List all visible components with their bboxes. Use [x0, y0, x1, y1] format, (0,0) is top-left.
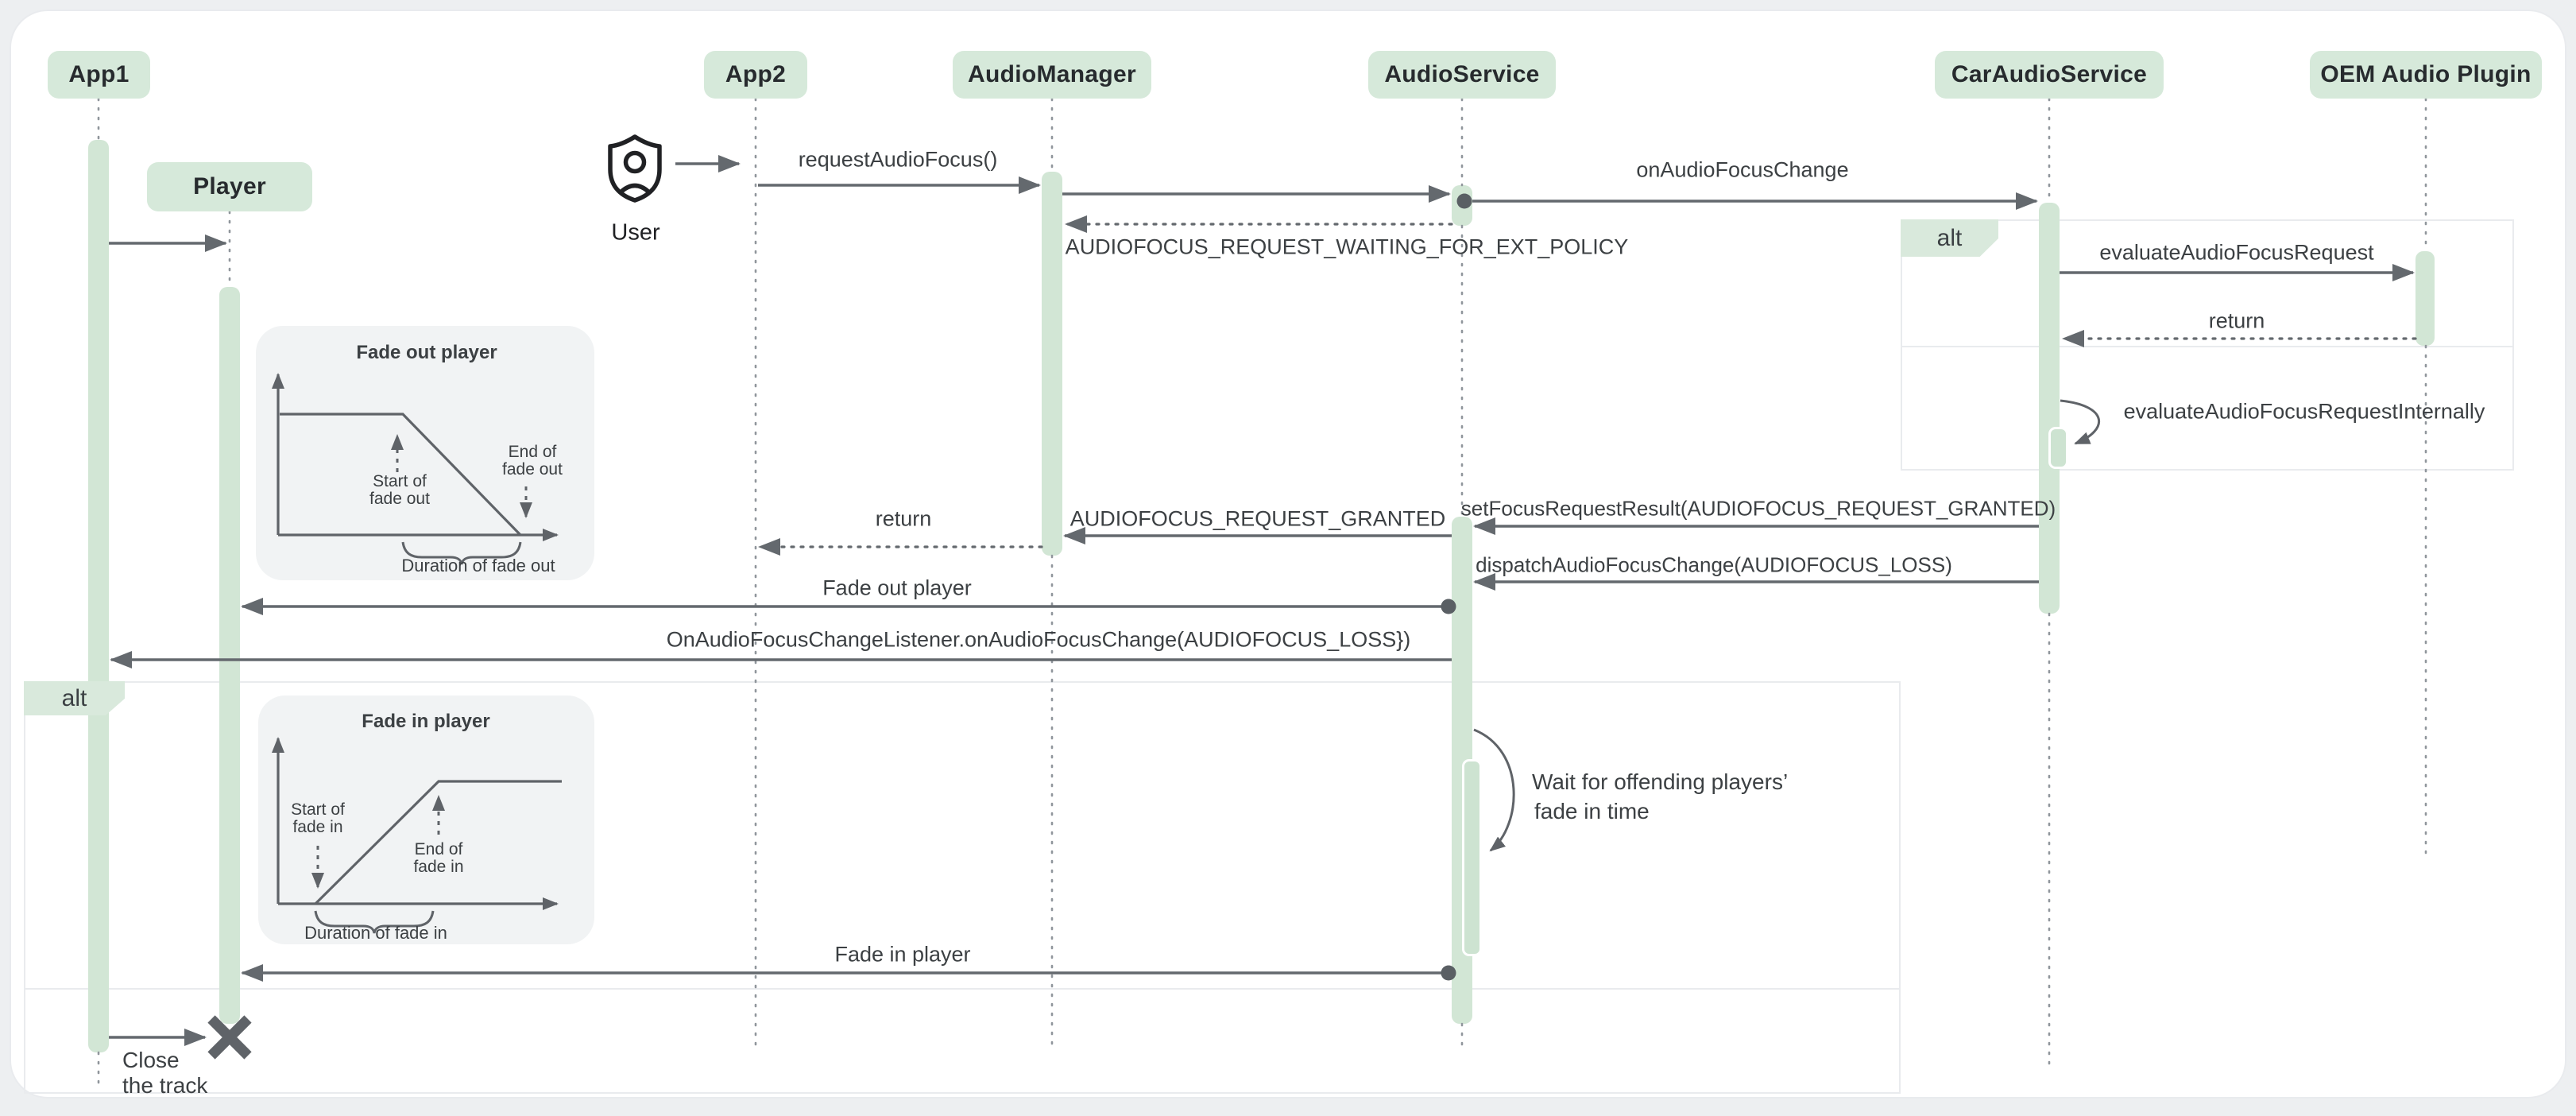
msg-set-focus-request-result: setFocusRequestResult(AUDIOFOCUS_REQUEST…	[1460, 496, 2056, 521]
fade-out-end-l2: fade out	[502, 460, 563, 479]
activation-audiomanager	[1042, 172, 1062, 556]
loop-evaluate-internally	[2060, 399, 2100, 445]
participant-app2-label: App2	[725, 61, 787, 87]
alt-label-right-text: alt	[1936, 224, 1963, 251]
participant-caraudioservice: CarAudioService	[1935, 51, 2164, 99]
alt-label-left: alt	[24, 681, 125, 715]
participant-player-label: Player	[193, 173, 266, 200]
msg-wait-line1: Wait for offending players’	[1532, 769, 1789, 794]
fade-in-chart	[272, 737, 562, 934]
msg-close-line1: Close	[122, 1048, 180, 1072]
activation-oem-plugin	[2415, 251, 2435, 346]
msg-fade-out-player: Fade out player	[822, 575, 972, 600]
alt-frame-left-divider	[24, 988, 1901, 990]
fade-in-title: Fade in player	[362, 711, 490, 732]
fade-in-start-l1: Start of	[291, 800, 345, 819]
participant-oem-audio-plugin-label: OEM Audio Plugin	[2320, 61, 2532, 87]
msg-waiting-for-ext-policy: AUDIOFOCUS_REQUEST_WAITING_FOR_EXT_POLIC…	[1065, 234, 1629, 259]
msg-return-app2: return	[875, 506, 932, 531]
participant-audiomanager-label: AudioManager	[968, 61, 1136, 87]
msg-listener-callback: OnAudioFocusChangeListener.onAudioFocusC…	[666, 627, 1411, 652]
msg-dispatch-audio-focus-change: dispatchAudioFocusChange(AUDIOFOCUS_LOSS…	[1476, 552, 1952, 577]
msg-return-oem: return	[2208, 308, 2265, 333]
fade-in-start-l2: fade in	[292, 818, 343, 836]
activation-app1	[88, 140, 109, 1052]
msg-wait-line2: fade in time	[1534, 799, 1650, 823]
fade-in-duration: Duration of fade in	[304, 923, 447, 943]
activation-caraudioservice	[2039, 203, 2060, 614]
msg-close-line2: the track	[122, 1073, 208, 1098]
fade-out-title: Fade out player	[356, 342, 497, 363]
participant-app1-label: App1	[68, 61, 130, 87]
msg-audiofocus-request-granted: AUDIOFOCUS_REQUEST_GRANTED	[1069, 506, 1446, 531]
activation-caraudioservice-nested	[2048, 427, 2068, 469]
participant-audioservice: AudioService	[1368, 51, 1556, 99]
fade-out-end-l1: End of	[508, 443, 557, 461]
return-arrows	[758, 215, 2417, 556]
fade-out-start-l1: Start of	[373, 472, 427, 490]
participant-caraudioservice-label: CarAudioService	[1951, 61, 2148, 87]
alt-label-right: alt	[1901, 219, 1998, 257]
fade-out-chart	[272, 373, 559, 565]
alt-frame-left	[24, 681, 1901, 1094]
solid-arrows	[109, 155, 2415, 1046]
alt-frame-right-divider	[1901, 346, 2514, 347]
activation-audioservice-nested	[1462, 759, 1482, 956]
msg-evaluate-internally: evaluateAudioFocusRequestInternally	[2123, 399, 2485, 424]
participant-audioservice-label: AudioService	[1384, 61, 1540, 87]
msg-fade-in-player: Fade in player	[834, 942, 971, 967]
participant-player: Player	[147, 162, 312, 211]
participant-app1: App1	[48, 51, 150, 99]
self-loops	[1473, 399, 2100, 852]
user-shield-icon	[608, 134, 662, 203]
lifelines	[97, 97, 2427, 1092]
fade-in-end-l2: fade in	[413, 858, 464, 876]
fade-out-inset-panel	[256, 326, 594, 580]
msg-on-audio-focus-change: onAudioFocusChange	[1636, 157, 1849, 182]
message-origin-dots	[1441, 193, 1472, 981]
fade-in-duration-brace	[314, 910, 435, 934]
activation-player	[219, 287, 240, 1024]
msg-request-audio-focus: requestAudioFocus()	[798, 147, 998, 172]
destroy-x-icon	[207, 1015, 252, 1060]
participant-audiomanager: AudioManager	[953, 51, 1151, 99]
alt-label-left-text: alt	[61, 684, 87, 711]
msg-evaluate-audio-focus-request: evaluateAudioFocusRequest	[2099, 240, 2374, 265]
loop-wait-fade-in	[1473, 728, 1515, 852]
participant-oem-audio-plugin: OEM Audio Plugin	[2310, 51, 2542, 99]
user-actor-label: User	[611, 219, 660, 246]
participant-app2: App2	[704, 51, 807, 99]
fade-in-end-l1: End of	[414, 840, 463, 858]
fade-out-duration: Duration of fade out	[401, 556, 555, 575]
fade-out-duration-brace	[401, 541, 522, 565]
alt-frame-right	[1901, 219, 2514, 471]
fade-out-start-l2: fade out	[369, 490, 430, 508]
